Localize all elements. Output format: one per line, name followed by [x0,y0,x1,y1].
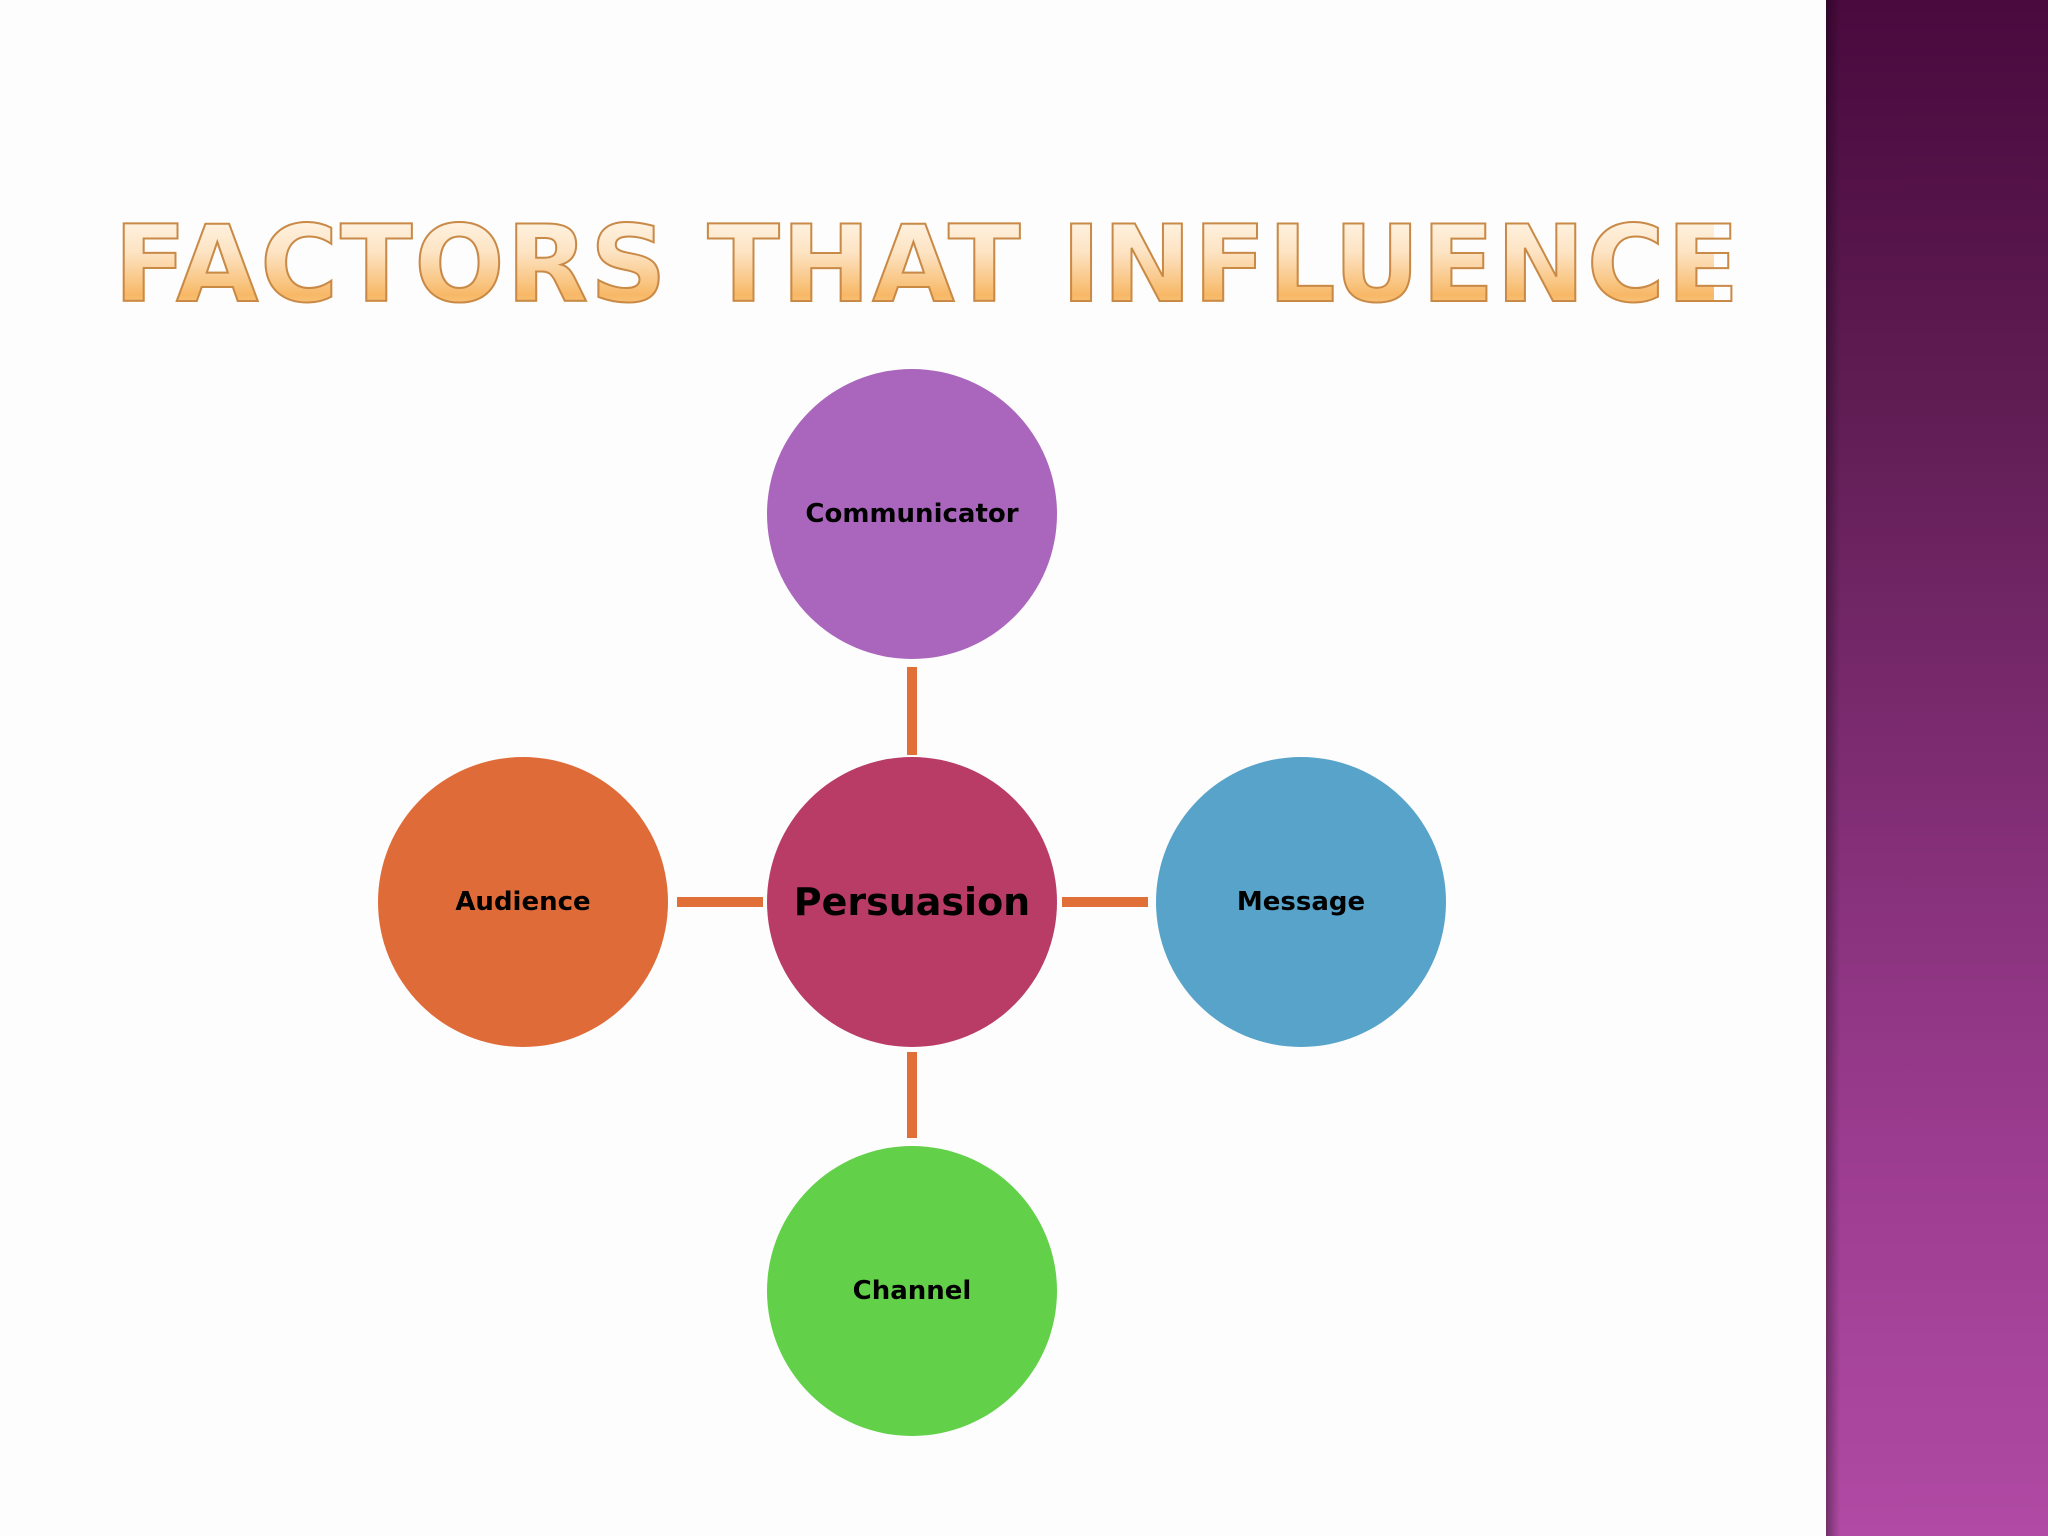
node-communicator: Communicator [767,369,1057,659]
radial-diagram: Communicator Audience Persuasion Message… [378,369,1446,1436]
connector-left [677,897,763,907]
node-message-label: Message [1236,887,1366,917]
node-audience-label: Audience [455,887,591,917]
node-persuasion-label: Persuasion [793,880,1031,924]
decorative-side-band [1826,0,2048,1536]
slide: FACTORS THAT INFLUENCE Communicator Audi… [113,203,1742,1436]
node-channel: Channel [767,1146,1057,1436]
node-message: Message [1156,757,1446,1047]
node-communicator-label: Communicator [805,499,1019,529]
connector-top [907,667,917,755]
slide-title: FACTORS THAT INFLUENCE [113,203,1742,326]
node-audience: Audience [378,757,668,1047]
connector-bottom [907,1052,917,1138]
node-channel-label: Channel [852,1276,972,1306]
connector-right [1062,897,1148,907]
node-persuasion: Persuasion [767,757,1057,1047]
